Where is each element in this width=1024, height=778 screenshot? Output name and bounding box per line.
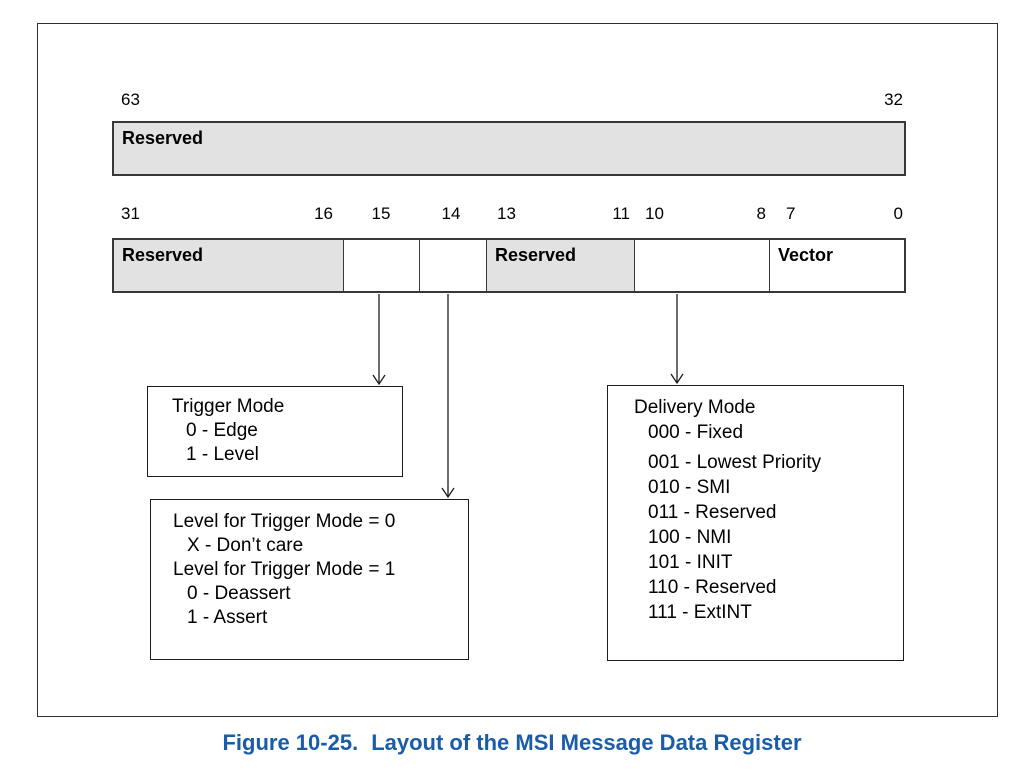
- trigger-mode-title: Trigger Mode: [172, 396, 285, 417]
- bit-label-63: 63: [121, 90, 140, 109]
- bit-label-10: 10: [645, 204, 664, 223]
- field-label-reserved-31-16: Reserved: [122, 245, 204, 265]
- level-box: Level for Trigger Mode = 0 X - Don’t car…: [150, 499, 469, 660]
- bit-label-7: 7: [786, 204, 796, 223]
- register-high-dword: Reserved: [112, 121, 906, 176]
- bit-label-0: 0: [893, 204, 903, 223]
- delivery-mode-item-smi: 010 - SMI: [648, 477, 731, 498]
- delivery-mode-title: Delivery Mode: [634, 397, 756, 418]
- bit-label-32: 32: [884, 90, 903, 109]
- level-line-mode0: Level for Trigger Mode = 0: [173, 511, 396, 532]
- level-line-dont-care: X - Don’t care: [187, 535, 304, 556]
- field-vector-bits-7-0: Vector: [769, 240, 904, 291]
- register-low-dword: Reserved Reserved Vector: [112, 238, 906, 293]
- delivery-mode-item-extint: 111 - ExtINT: [648, 602, 752, 623]
- delivery-mode-item-reserved-110: 110 - Reserved: [648, 577, 777, 598]
- delivery-mode-box: Delivery Mode 000 - Fixed 001 - Lowest P…: [607, 385, 904, 661]
- trigger-mode-item-level: 1 - Level: [186, 444, 259, 465]
- bit-label-11: 11: [612, 204, 630, 223]
- field-label-reserved-13-11: Reserved: [495, 245, 577, 265]
- delivery-mode-item-fixed: 000 - Fixed: [648, 422, 744, 443]
- field-delivery-mode-bits-10-8: [634, 240, 769, 291]
- field-reserved-63-32: Reserved: [114, 123, 904, 174]
- delivery-mode-item-nmi: 100 - NMI: [648, 527, 732, 548]
- bit-label-8: 8: [756, 204, 766, 223]
- figure-caption: Figure 10-25. Layout of the MSI Message …: [0, 729, 1024, 756]
- field-reserved-31-16: Reserved: [114, 240, 343, 291]
- delivery-mode-item-reserved-011: 011 - Reserved: [648, 502, 777, 523]
- level-line-mode1: Level for Trigger Mode = 1: [173, 559, 396, 580]
- bit-label-15: 15: [371, 204, 391, 223]
- field-trigger-mode-bit-15: [343, 240, 419, 291]
- trigger-mode-box: Trigger Mode 0 - Edge 1 - Level: [147, 386, 403, 477]
- trigger-mode-item-edge: 0 - Edge: [186, 420, 258, 441]
- field-reserved-13-11: Reserved: [486, 240, 634, 291]
- delivery-mode-item-lowest-priority: 001 - Lowest Priority: [648, 452, 822, 473]
- bit-label-16: 16: [314, 204, 333, 223]
- field-level-bit-14: [419, 240, 486, 291]
- level-line-assert: 1 - Assert: [187, 607, 268, 628]
- bit-label-13: 13: [497, 204, 516, 223]
- figure-caption-title: Layout of the MSI Message Data Register: [371, 730, 802, 755]
- level-line-deassert: 0 - Deassert: [187, 583, 291, 604]
- field-label-vector: Vector: [778, 245, 834, 265]
- delivery-mode-item-init: 101 - INIT: [648, 552, 733, 573]
- figure-caption-number: Figure 10-25.: [222, 730, 359, 755]
- field-label-reserved-high: Reserved: [122, 128, 204, 148]
- bit-label-14: 14: [441, 204, 461, 223]
- bit-label-31: 31: [121, 204, 140, 223]
